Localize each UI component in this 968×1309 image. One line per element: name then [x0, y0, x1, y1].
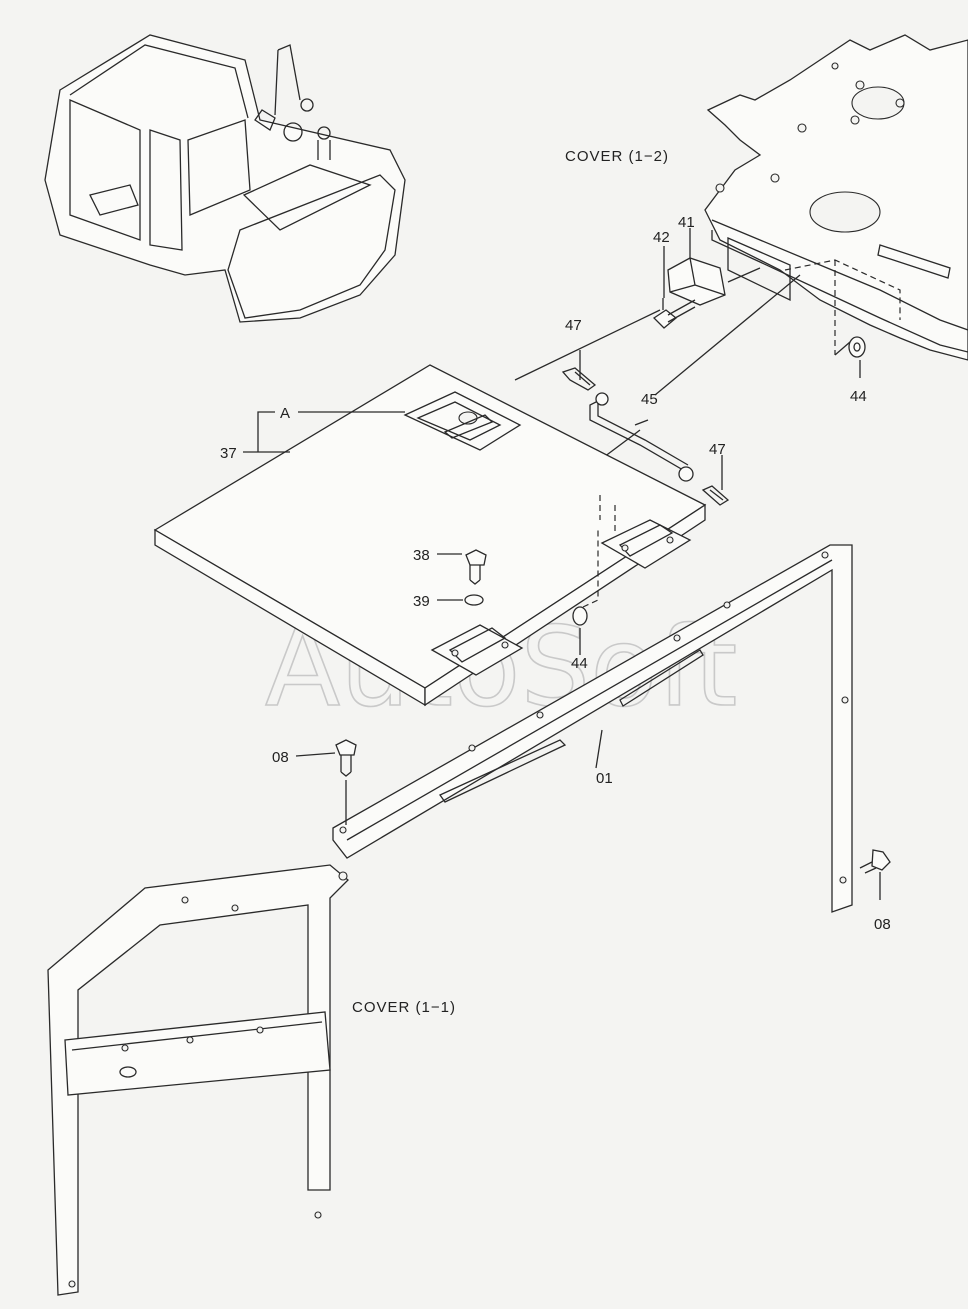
part-label-44-upper: 44	[850, 388, 867, 405]
bolt-part-08-right	[859, 849, 891, 874]
bracket-part-41	[667, 257, 761, 306]
bolt-part-42	[652, 298, 696, 329]
hinge-upper	[600, 519, 692, 569]
rod-part-45	[589, 392, 694, 482]
excavator-overview-illustration	[44, 34, 406, 323]
pin-part-47-lower	[701, 485, 730, 506]
part-label-42: 42	[653, 229, 670, 246]
part-label-01: 01	[596, 770, 613, 787]
part-label-47-upper: 47	[565, 317, 582, 334]
bolt-part-38	[465, 549, 487, 585]
part-label-37: 37	[220, 445, 237, 462]
leader-lines	[470, 274, 801, 625]
bolt-part-08-left	[335, 739, 357, 825]
cover-1-1-frame	[47, 864, 349, 1296]
pin-part-47-upper	[561, 367, 597, 391]
part-label-44-lower: 44	[571, 655, 588, 672]
part-label-08-right: 08	[874, 916, 891, 933]
caption-cover-1-1: COVER (1−1)	[352, 999, 456, 1016]
part-label-45: 45	[641, 391, 658, 408]
label-leaders	[295, 228, 881, 900]
frame-part-01	[332, 544, 853, 913]
part-label-38: 38	[413, 547, 430, 564]
part-label-47-lower: 47	[709, 441, 726, 458]
leader-part-37	[243, 411, 405, 453]
washer-part-44-lower	[572, 530, 599, 626]
part-label-A: A	[280, 405, 290, 422]
washer-part-39	[464, 594, 484, 606]
cover-1-2-floor-plate	[704, 34, 968, 361]
hinge-lower	[430, 624, 524, 676]
caption-cover-1-2: COVER (1−2)	[565, 148, 669, 165]
part-label-08-left: 08	[272, 749, 289, 766]
part-label-39: 39	[413, 593, 430, 610]
washer-part-44-upper	[848, 336, 866, 378]
part-label-41: 41	[678, 214, 695, 231]
